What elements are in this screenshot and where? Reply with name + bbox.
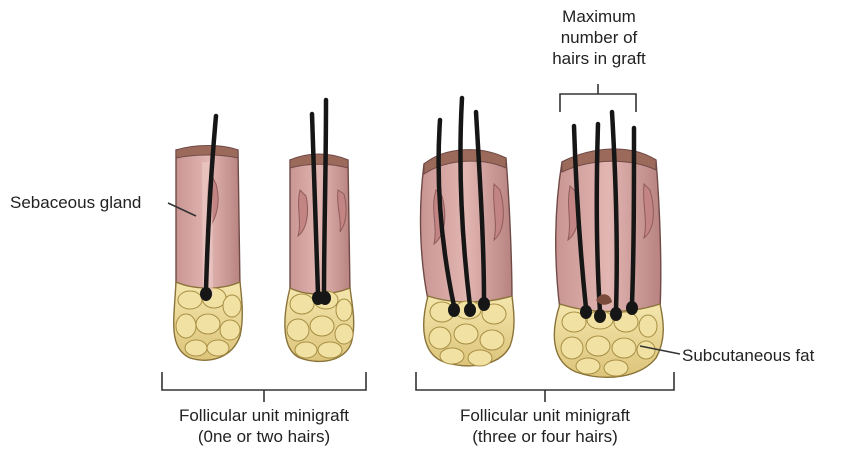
group-left-line-2: (0ne or two hairs) (150, 426, 378, 447)
graft-1 (174, 116, 243, 360)
group-right-label: Follicular unit minigraft (three or four… (431, 405, 659, 447)
group-left-line-1: Follicular unit minigraft (150, 405, 378, 426)
group-right-bracket (416, 372, 674, 390)
group-right-line-2: (three or four hairs) (431, 426, 659, 447)
group-left-bracket (162, 372, 366, 390)
subcutaneous-fat-label: Subcutaneous fat (682, 345, 814, 366)
max-hairs-line-1: Maximum (540, 6, 658, 27)
max-hairs-label: Maximum number of hairs in graft (540, 6, 658, 69)
group-right-line-1: Follicular unit minigraft (431, 405, 659, 426)
graft-4 (554, 112, 663, 377)
max-hairs-line-3: hairs in graft (540, 48, 658, 69)
group-left-label: Follicular unit minigraft (0ne or two ha… (150, 405, 378, 447)
max-hairs-bracket (560, 94, 636, 112)
graft-2 (285, 100, 354, 361)
graft-3 (421, 98, 514, 366)
sebaceous-gland-label: Sebaceous gland (10, 192, 141, 213)
max-hairs-line-2: number of (540, 27, 658, 48)
